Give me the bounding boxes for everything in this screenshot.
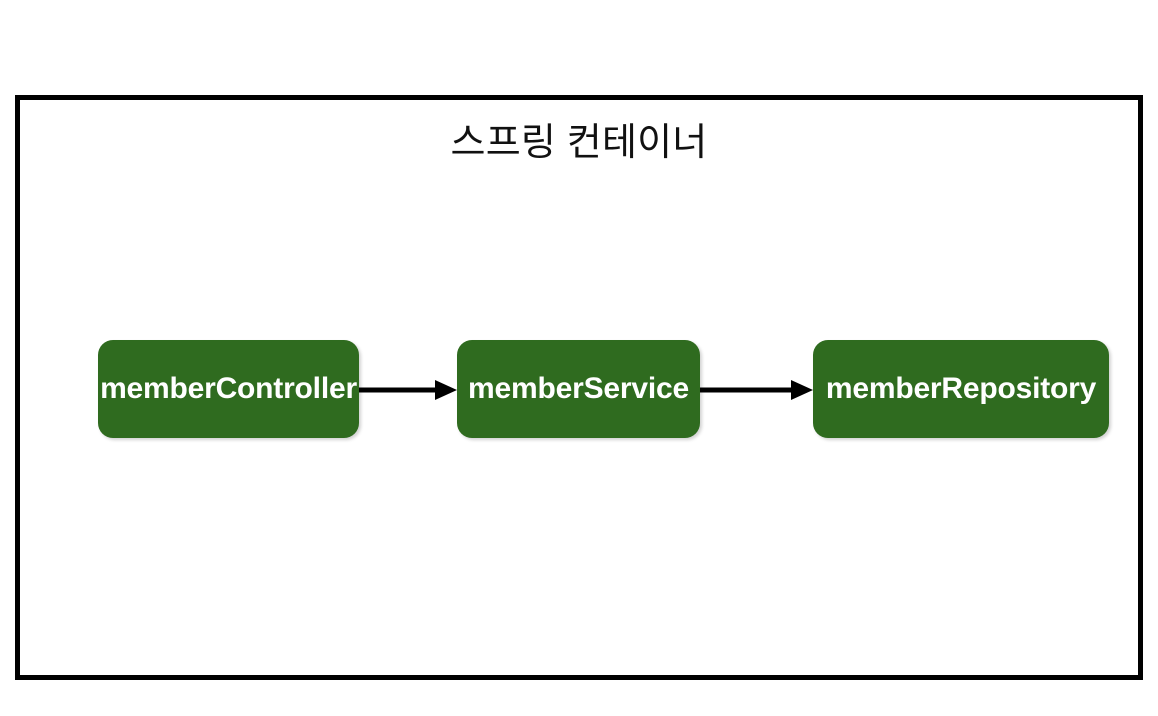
bean-label: memberRepository bbox=[825, 372, 1097, 405]
spring-container-frame: 스프링 컨테이너 memberController memberService … bbox=[15, 95, 1143, 680]
bean-label: memberService bbox=[468, 372, 689, 405]
container-title: 스프링 컨테이너 bbox=[450, 122, 708, 164]
arrow-memberservice-to-memberrepository bbox=[700, 370, 813, 410]
bean-node-membercontroller[interactable]: memberController bbox=[98, 340, 359, 438]
arrow-icon bbox=[359, 380, 457, 400]
bean-label: memberController bbox=[100, 372, 357, 405]
bean-node-memberservice[interactable]: memberService bbox=[457, 340, 700, 438]
bean-node-memberrepository[interactable]: memberRepository bbox=[813, 340, 1109, 438]
arrow-membercontroller-to-memberservice bbox=[359, 370, 457, 410]
arrow-icon bbox=[700, 380, 813, 400]
